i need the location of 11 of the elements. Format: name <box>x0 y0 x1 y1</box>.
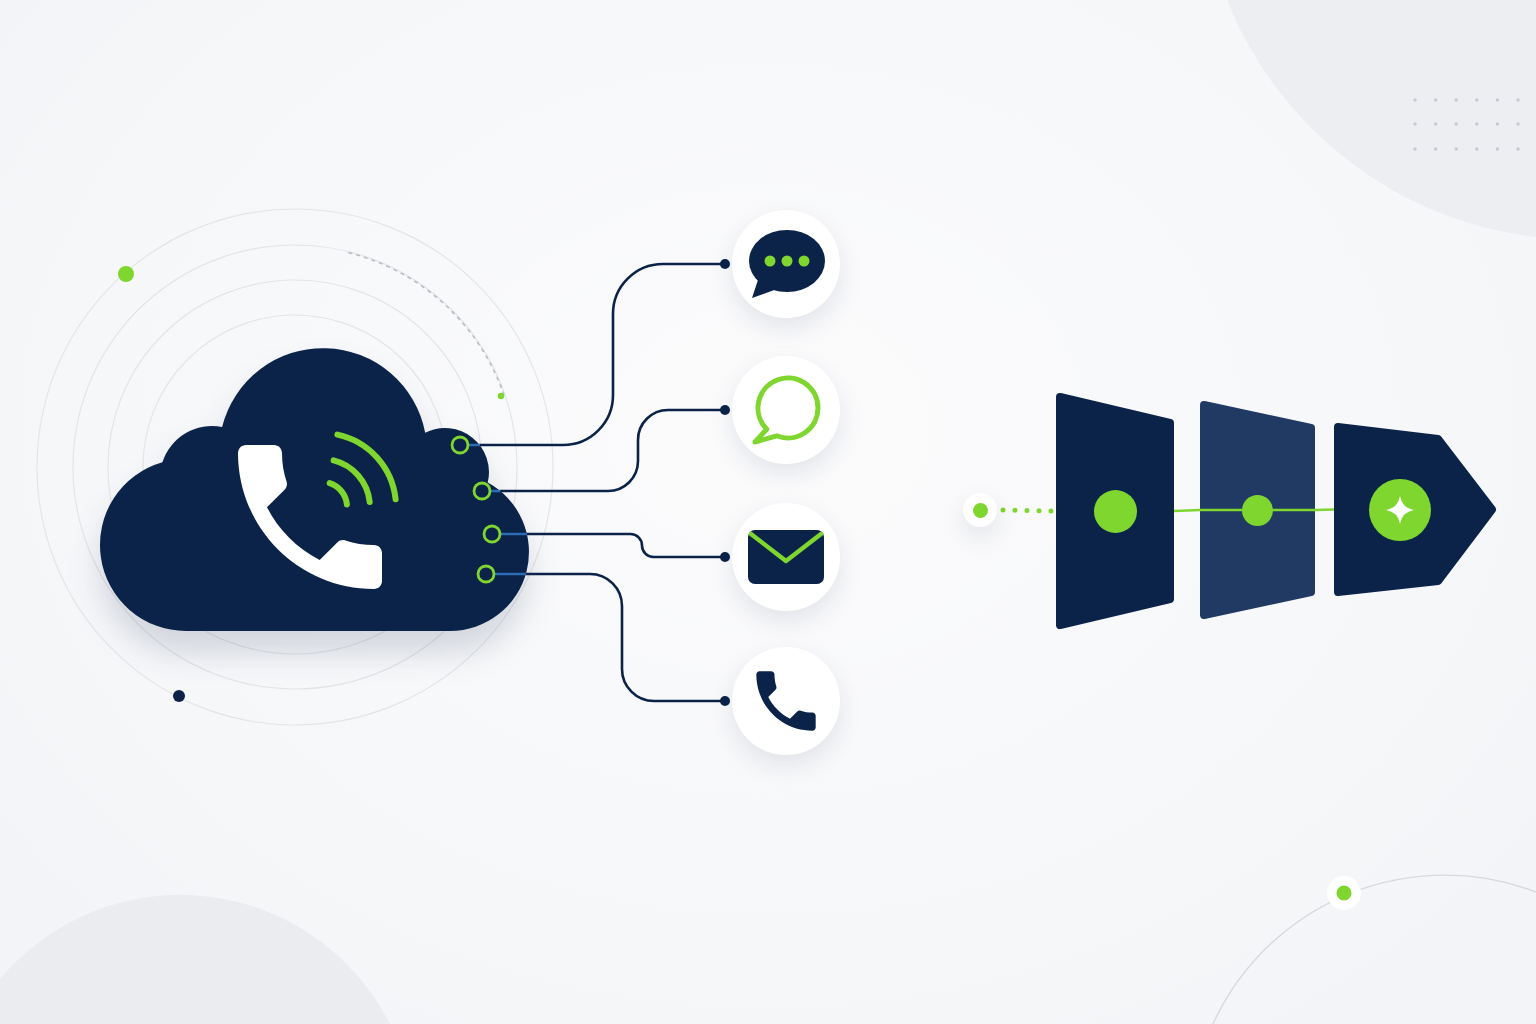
connector <box>479 259 730 447</box>
connector <box>500 405 730 493</box>
arrow-panel <box>1334 423 1496 596</box>
connector <box>1173 508 1201 513</box>
connector <box>525 572 730 706</box>
stage-panel <box>1056 393 1174 629</box>
cloud <box>100 348 529 631</box>
stage-panel <box>1200 401 1315 619</box>
connector <box>526 532 730 562</box>
connector <box>1314 508 1335 512</box>
channel-disc <box>963 493 997 527</box>
